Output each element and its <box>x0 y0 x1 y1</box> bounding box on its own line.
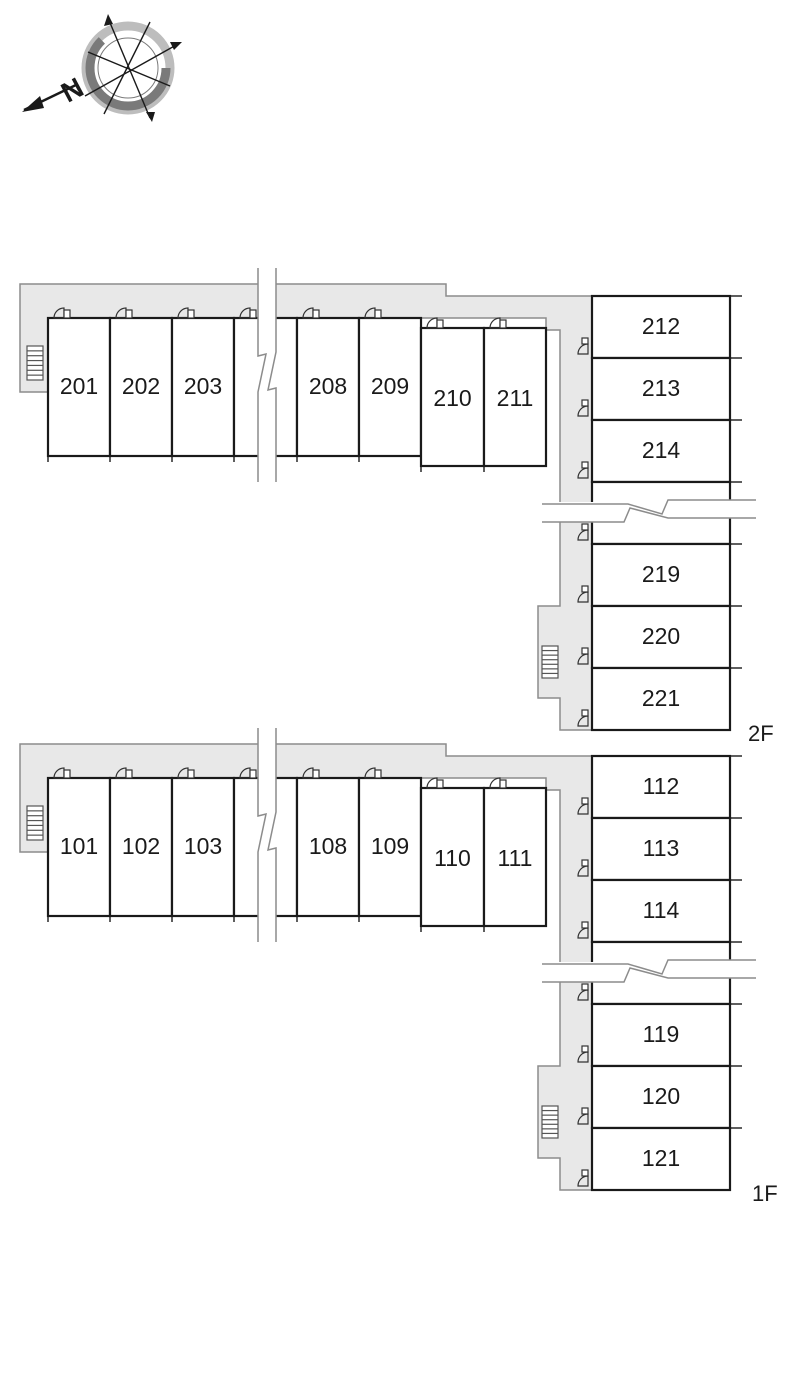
door-icon <box>489 317 507 329</box>
room-110: 110 <box>419 777 486 932</box>
room-211: 211 <box>482 317 548 472</box>
room-201: 201 <box>46 307 112 462</box>
room-221: 221 <box>577 666 742 732</box>
room-label: 203 <box>184 373 222 399</box>
door-icon <box>577 797 589 815</box>
room-label: 112 <box>643 773 680 799</box>
stairs-icon <box>26 345 44 381</box>
break-symbol <box>542 960 756 982</box>
floor-label: 1F <box>752 1181 778 1206</box>
room-114: 114 <box>577 878 742 944</box>
room-112: 112 <box>577 754 742 820</box>
door-icon <box>302 307 320 319</box>
door-icon <box>577 983 589 1001</box>
door-icon <box>115 307 133 319</box>
room-label: 120 <box>642 1083 680 1109</box>
room-103: 103 <box>170 767 236 922</box>
door-icon <box>53 767 71 779</box>
door-icon <box>426 317 444 329</box>
room-label: 201 <box>60 373 98 399</box>
room-120: 120 <box>577 1064 742 1130</box>
door-icon <box>577 709 589 727</box>
room-label: 113 <box>643 835 680 861</box>
room-label: 109 <box>371 833 409 859</box>
door-icon <box>302 767 320 779</box>
room-label: 101 <box>60 833 98 859</box>
room-label: 121 <box>642 1145 680 1171</box>
door-icon <box>577 461 589 479</box>
room-label: 211 <box>497 385 534 411</box>
room-111: 111 <box>482 777 548 932</box>
door-icon <box>177 767 195 779</box>
door-icon <box>577 523 589 541</box>
door-icon <box>53 307 71 319</box>
door-icon <box>364 767 382 779</box>
stairs-icon <box>541 645 559 679</box>
room-208: 208 <box>295 307 361 462</box>
room-121: 121 <box>577 1126 742 1192</box>
room-label: 108 <box>309 833 347 859</box>
compass-icon: N <box>22 14 182 122</box>
door-icon <box>577 399 589 417</box>
floor-1F: 101 102 103 108 109 110 111 112 113 114 119 120 121 1… <box>19 728 778 1206</box>
room-label: 208 <box>309 373 347 399</box>
room-label: 114 <box>643 897 680 923</box>
door-icon <box>577 1169 589 1187</box>
room-108: 108 <box>295 767 361 922</box>
break-symbol <box>542 500 756 522</box>
door-icon <box>577 647 589 665</box>
door-icon <box>364 307 382 319</box>
room-220: 220 <box>577 604 742 670</box>
room-label: 212 <box>642 313 680 339</box>
door-icon <box>577 337 589 355</box>
stairs-icon <box>26 805 44 841</box>
room-202: 202 <box>108 307 174 462</box>
floor-label: 2F <box>748 721 774 746</box>
room-label: 214 <box>642 437 681 463</box>
room-213: 213 <box>577 356 742 422</box>
room-113: 113 <box>577 816 742 882</box>
room-label: 209 <box>371 373 409 399</box>
door-icon <box>489 777 507 789</box>
room-label: 119 <box>643 1021 680 1047</box>
room-214: 214 <box>577 418 742 484</box>
room-119: 119 <box>577 1002 742 1068</box>
room-102: 102 <box>108 767 174 922</box>
room-label: 202 <box>122 373 160 399</box>
door-icon <box>577 1107 589 1125</box>
room-label: 103 <box>184 833 222 859</box>
door-icon <box>577 1045 589 1063</box>
room-label: 210 <box>433 385 471 411</box>
room-label: 111 <box>498 845 533 871</box>
room-219: 219 <box>577 542 742 608</box>
break-symbol <box>258 268 276 482</box>
room-209: 209 <box>357 307 423 462</box>
door-icon <box>577 585 589 603</box>
room-203: 203 <box>170 307 236 462</box>
room-label: 220 <box>642 623 680 649</box>
room-label: 102 <box>122 833 160 859</box>
room-label: 219 <box>642 561 680 587</box>
room-101: 101 <box>46 767 112 922</box>
door-icon <box>426 777 444 789</box>
room-label: 110 <box>434 845 471 871</box>
break-symbol <box>258 728 276 942</box>
door-icon <box>577 859 589 877</box>
door-icon <box>239 307 257 319</box>
door-icon <box>577 921 589 939</box>
door-icon <box>177 307 195 319</box>
floor-2F: 201 202 203 208 209 210 211 212 213 214 219 220 221 2… <box>19 268 774 746</box>
room-210: 210 <box>419 317 486 472</box>
room-212: 212 <box>577 294 742 360</box>
room-109: 109 <box>357 767 423 922</box>
room-label: 213 <box>642 375 680 401</box>
door-icon <box>115 767 133 779</box>
room-label: 221 <box>642 685 680 711</box>
door-icon <box>239 767 257 779</box>
stairs-icon <box>541 1105 559 1139</box>
